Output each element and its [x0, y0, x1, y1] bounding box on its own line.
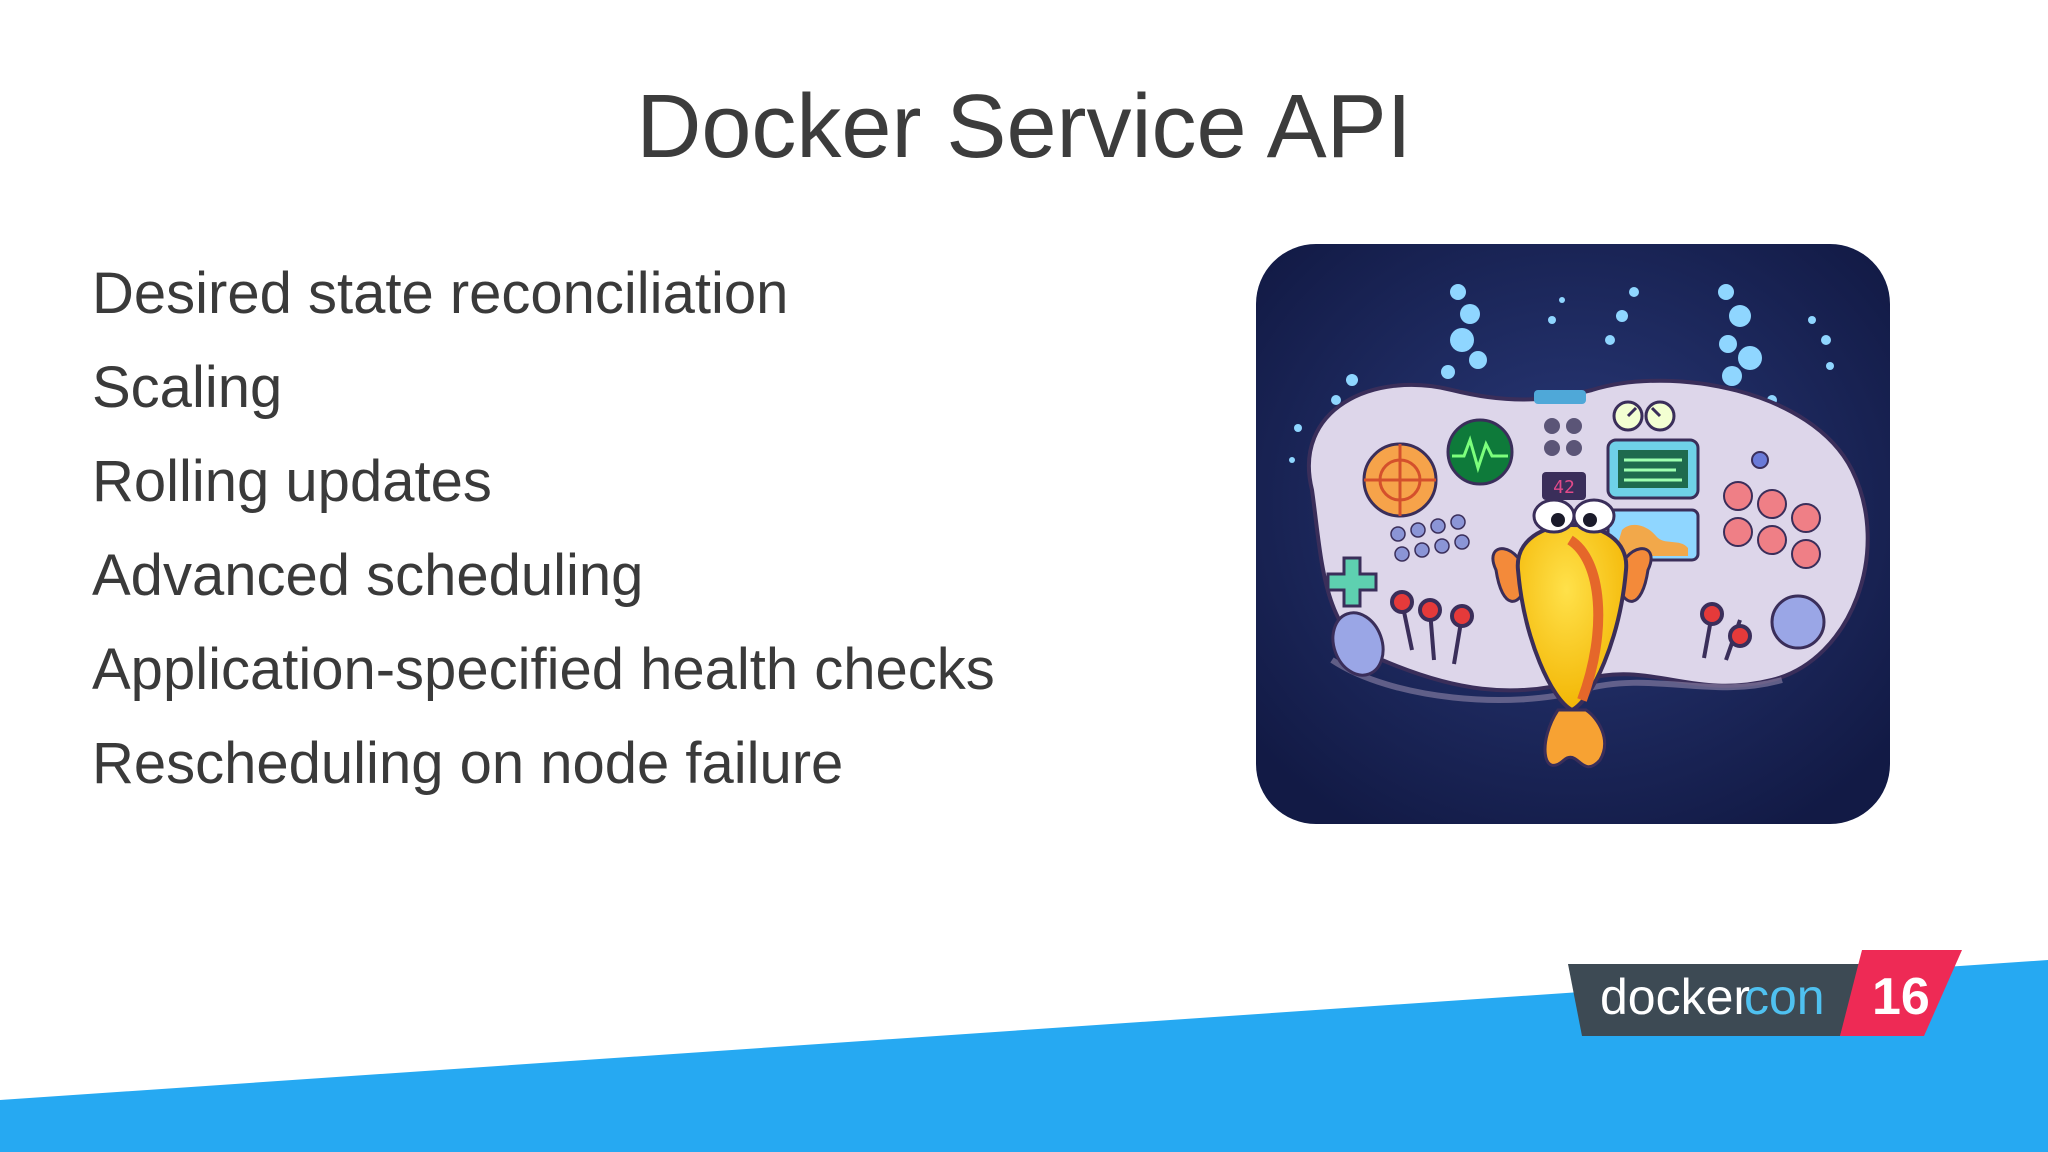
pink-buttons — [1723, 481, 1821, 569]
fish-character — [1491, 498, 1653, 769]
keypad — [1390, 514, 1470, 562]
logo-year: 16 — [1872, 968, 1930, 1026]
numeric-display-text: 42 — [1553, 477, 1575, 498]
dpad — [1326, 556, 1378, 608]
knob-grid — [1534, 390, 1586, 456]
bullet-item: Desired state reconciliation — [92, 261, 789, 326]
gauges — [1612, 400, 1676, 432]
oscilloscope-screen — [1446, 418, 1514, 486]
speaker-grille-right — [1770, 594, 1826, 650]
logo-docker-word: docker — [1600, 969, 1750, 1025]
dockercon-logo: docker con 16 — [1568, 950, 1962, 1036]
bullet-item: Rescheduling on node failure — [92, 731, 844, 796]
levers — [1390, 590, 1752, 665]
bullet-item: Rolling updates — [92, 449, 492, 514]
bullet-list: Desired state reconciliation Scaling Rol… — [92, 262, 995, 826]
speaker-grille-left — [1331, 611, 1385, 677]
fish-at-control-panel-illustration: 42 — [1256, 244, 1890, 824]
slide-title: Docker Service API — [636, 77, 1412, 177]
numeric-display — [1542, 472, 1586, 500]
footer-blue-band — [0, 960, 2048, 1152]
logo-con-word: con — [1744, 969, 1825, 1025]
bullet-item: Advanced scheduling — [92, 543, 644, 608]
map-screen — [1606, 508, 1700, 562]
bubbles — [1289, 284, 1834, 464]
target-dial — [1362, 442, 1438, 518]
bullet-item: Scaling — [92, 355, 283, 420]
text-monitor — [1606, 438, 1700, 500]
bullet-item: Application-specified health checks — [92, 637, 995, 702]
